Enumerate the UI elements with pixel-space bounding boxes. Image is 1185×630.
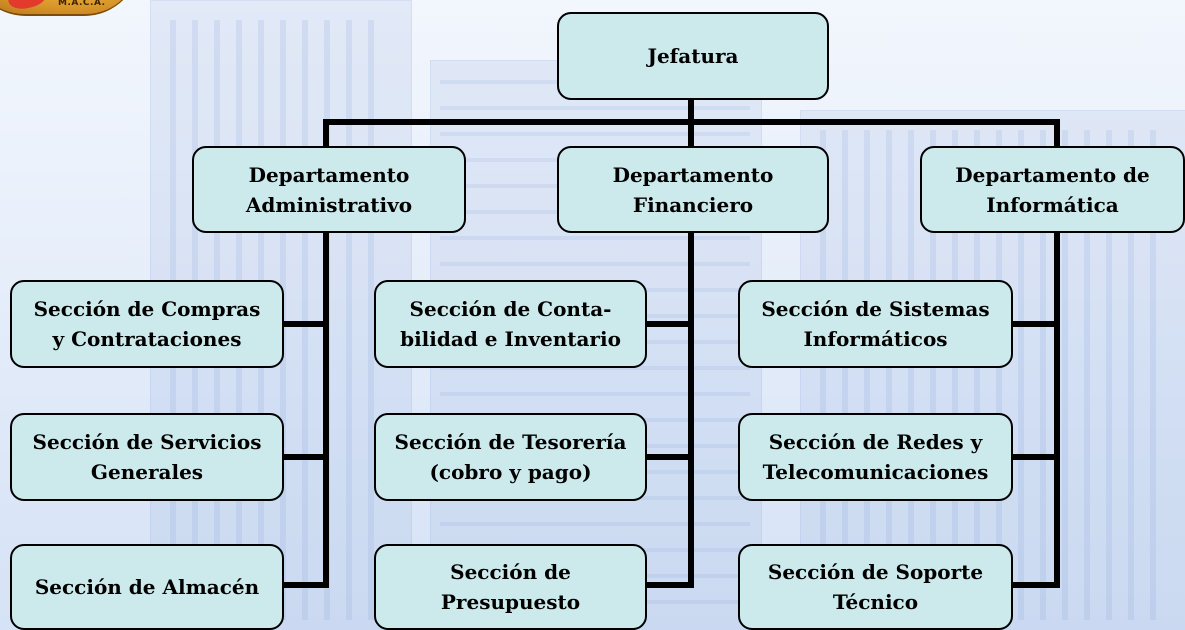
- node-departamento-financiero: Departamento Financiero: [557, 146, 829, 233]
- node-seccion-almacen: Sección de Almacén: [10, 544, 284, 630]
- node-seccion-contabilidad: Sección de Conta- bilidad e Inventario: [374, 280, 647, 368]
- logo-text: M.A.C.A.: [58, 0, 106, 8]
- node-seccion-presupuesto: Sección de Presupuesto: [374, 544, 647, 630]
- node-seccion-redes: Sección de Redes y Telecomunicaciones: [738, 413, 1013, 501]
- node-seccion-soporte: Sección de Soporte Técnico: [738, 544, 1013, 630]
- node-seccion-servicios-generales: Sección de Servicios Generales: [10, 413, 284, 501]
- node-departamento-informatica: Departamento de Informática: [920, 146, 1185, 233]
- node-seccion-compras: Sección de Compras y Contrataciones: [10, 280, 284, 368]
- node-departamento-administrativo: Departamento Administrativo: [192, 146, 466, 233]
- node-jefatura: Jefatura: [557, 12, 829, 100]
- node-seccion-tesoreria: Sección de Tesorería (cobro y pago): [374, 413, 647, 501]
- node-seccion-sistemas: Sección de Sistemas Informáticos: [738, 280, 1013, 368]
